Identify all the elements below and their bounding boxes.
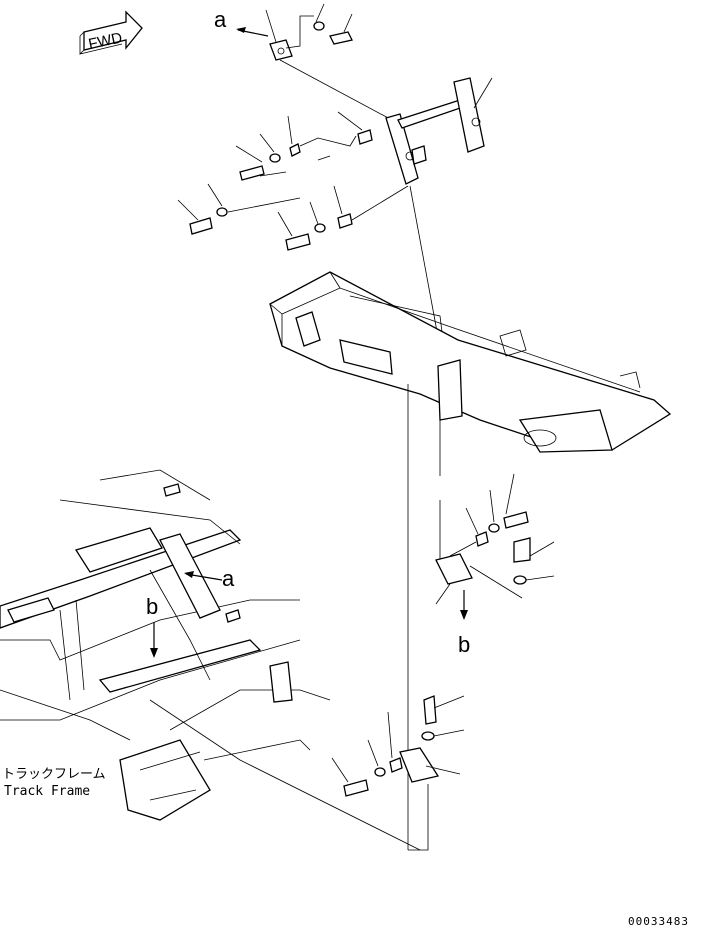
view-a-top-label: a (214, 7, 227, 32)
main-frame (269, 271, 672, 850)
bracket-set-middle: b (435, 473, 555, 657)
view-b-mid-label: b (458, 632, 470, 657)
track-frame-label-jp: トラックフレーム (2, 766, 106, 781)
drawing-number: 00033483 (628, 915, 689, 928)
fwd-arrow-icon: FWD (79, 10, 143, 55)
track-frame-label-en: Track Frame (4, 784, 90, 799)
bracket-set-lower (331, 695, 465, 851)
view-a-top-arrow: a (214, 7, 269, 37)
lever-assembly (385, 77, 493, 381)
bolt-set-upper-left (177, 111, 409, 251)
view-a-detail-label: a (222, 566, 235, 591)
fwd-label: FWD (87, 29, 124, 53)
top-bracket-assembly (265, 3, 393, 121)
track-frame-detail-view: a b (0, 469, 421, 851)
view-b-detail-label: b (146, 594, 158, 619)
